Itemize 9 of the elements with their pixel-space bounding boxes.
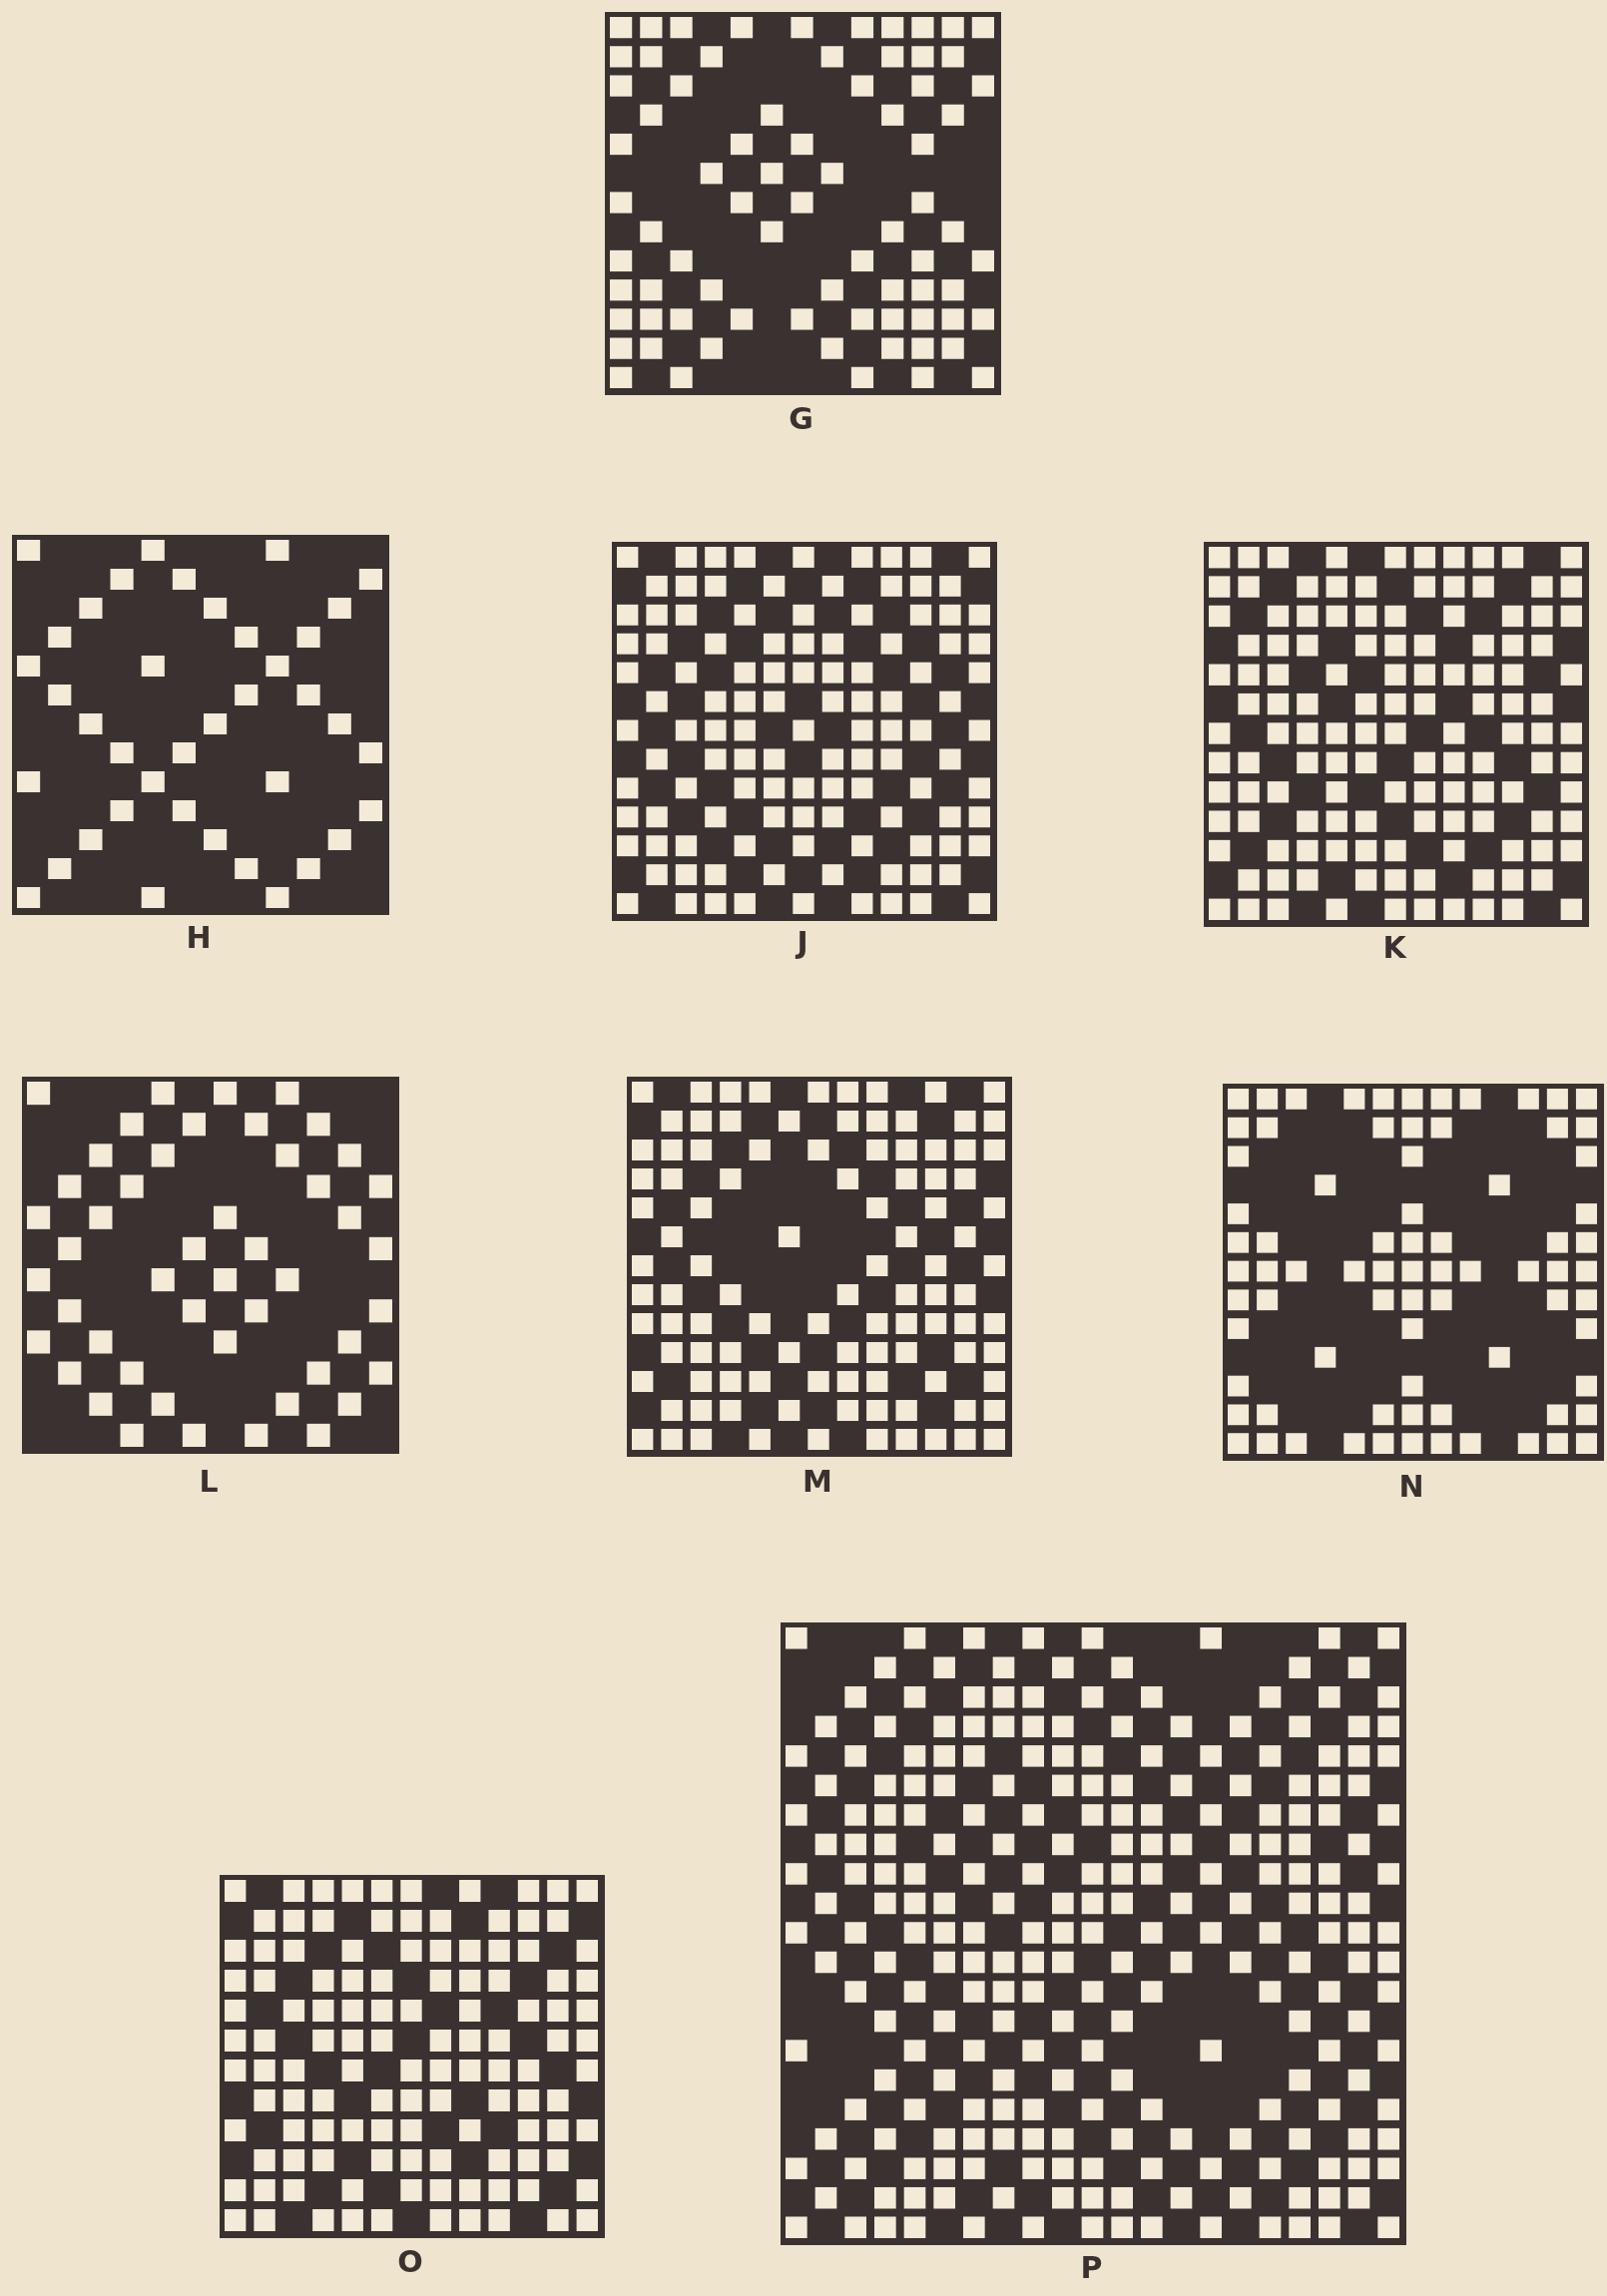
figure-letter: P [1080,2253,1103,2283]
figure-letter: K [1382,933,1406,963]
figure-letter: O [397,2247,423,2277]
figure-letter: G [789,404,813,434]
figure-letter: J [797,928,808,958]
figure-letter: H [186,923,212,953]
figure-letter: N [1398,1472,1424,1502]
figure-letter: L [199,1467,219,1497]
figure-letter: M [803,1467,832,1497]
